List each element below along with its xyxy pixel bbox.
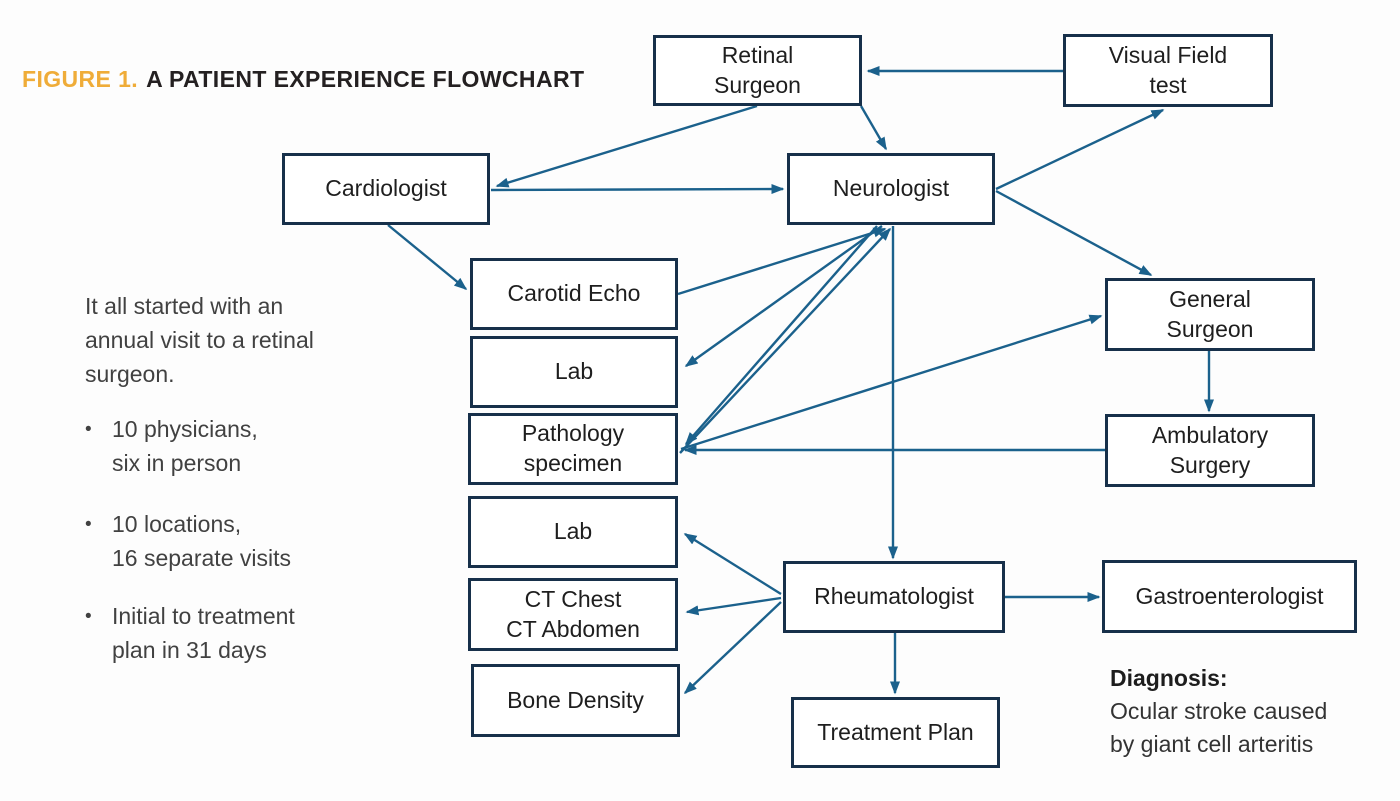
node-carotid-echo: Carotid Echo (470, 258, 678, 330)
figure-title: FIGURE 1. A PATIENT EXPERIENCE FLOWCHART (22, 66, 584, 93)
bullet-line: six in person (112, 450, 242, 476)
node-lab-1: Lab (470, 336, 678, 408)
edge-cardiologist-to-carotid-echo (387, 224, 468, 290)
node-ct-chest-abdomen: CT Chest CT Abdomen (468, 578, 678, 651)
edge-pathology-specimen-to-neurologist (679, 227, 892, 454)
edge-pathology-specimen-to-general-surgeon (680, 314, 1103, 451)
node-label: Retinal (721, 41, 794, 68)
diagnosis-line: by giant cell arteritis (1110, 731, 1314, 757)
node-label: Rheumatologist (814, 583, 974, 610)
edge-neurologist-to-visual-field-test (995, 108, 1165, 191)
bullet-icon: • (85, 419, 92, 440)
node-label: Visual Field (1108, 41, 1228, 68)
node-label: Carotid Echo (507, 280, 641, 307)
bullet-physicians: • 10 physicians, six in person (85, 412, 405, 480)
node-label: CT Abdomen (506, 615, 640, 642)
node-label: Treatment Plan (817, 718, 974, 745)
node-label: Lab (554, 358, 594, 385)
node-label: Gastroenterologist (1135, 582, 1324, 609)
diagnosis-line: Ocular stroke caused (1110, 698, 1328, 724)
edge-neurologist-to-lab-1 (684, 225, 883, 367)
edge-rheumatologist-to-lab-2 (683, 532, 782, 596)
bullet-line: 10 physicians, (112, 416, 258, 442)
node-neurologist: Neurologist (787, 153, 995, 225)
intro-text: It all started with an annual visit to a… (85, 289, 385, 391)
node-label: Cardiologist (325, 175, 447, 202)
bullet-line: plan in 31 days (112, 637, 267, 663)
figure-title-text: A PATIENT EXPERIENCE FLOWCHART (146, 66, 585, 92)
edge-neurologist-to-general-surgeon (995, 189, 1153, 277)
node-label: Surgeon (1166, 315, 1254, 342)
node-pathology-specimen: Pathology specimen (468, 413, 678, 485)
node-label: Pathology (521, 420, 625, 447)
bullet-icon: • (85, 606, 92, 627)
edge-retinal-surgeon-to-cardiologist (495, 104, 758, 188)
node-bone-density: Bone Density (471, 664, 680, 737)
bullet-locations: • 10 locations, 16 separate visits (85, 507, 405, 575)
node-lab-2: Lab (468, 496, 678, 568)
node-label: CT Chest (524, 585, 622, 612)
diagnosis-block: Diagnosis: Ocular stroke caused by giant… (1110, 662, 1327, 761)
edge-rheumatologist-to-ct-chest-abdomen (685, 596, 782, 616)
edge-cardiologist-to-neurologist (490, 184, 785, 195)
figure-label: FIGURE 1. (22, 66, 139, 92)
node-label: Bone Density (507, 686, 644, 713)
edge-carotid-echo-to-neurologist (677, 227, 887, 296)
intro-line: It all started with an (85, 293, 284, 319)
intro-line: surgeon. (85, 361, 175, 387)
bullet-icon: • (85, 514, 92, 535)
node-label: test (1149, 71, 1187, 98)
node-cardiologist: Cardiologist (282, 153, 490, 225)
bullet-line: Initial to treatment (112, 603, 295, 629)
node-label: Surgeon (714, 71, 801, 98)
node-label: specimen (523, 450, 623, 476)
edge-retinal-surgeon-to-neurologist (859, 105, 888, 151)
node-label: Neurologist (832, 175, 950, 202)
node-label: Surgery (1169, 451, 1251, 478)
intro-line: annual visit to a retinal (85, 327, 314, 353)
node-gastroenterologist: Gastroenterologist (1102, 560, 1357, 633)
bullet-line: 16 separate visits (112, 545, 291, 571)
node-label: General (1169, 285, 1251, 312)
bullet-line: 10 locations, (112, 511, 242, 537)
node-label: Lab (553, 518, 593, 545)
node-visual-field-test: Visual Field test (1063, 34, 1273, 107)
edge-rheumatologist-to-bone-density (683, 601, 782, 695)
node-rheumatologist: Rheumatologist (783, 561, 1005, 633)
diagnosis-heading: Diagnosis: (1110, 665, 1228, 691)
bullet-timeline: • Initial to treatment plan in 31 days (85, 599, 405, 667)
node-treatment-plan: Treatment Plan (791, 697, 1000, 768)
edge-neurologist-to-pathology-specimen (685, 225, 878, 446)
node-label: Ambulatory (1151, 421, 1269, 448)
